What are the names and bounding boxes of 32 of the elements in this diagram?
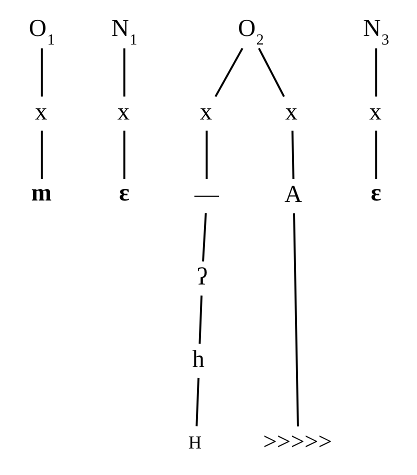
connector <box>198 296 202 344</box>
connector <box>290 130 294 179</box>
node-text: x <box>199 98 212 126</box>
node-text: ʔ <box>196 264 208 291</box>
connector <box>374 130 377 179</box>
connector <box>214 48 243 98</box>
node-text: x <box>116 98 130 126</box>
connector <box>122 48 125 97</box>
connector <box>205 130 208 179</box>
connector <box>195 378 199 426</box>
node-text: ɛ <box>118 180 129 207</box>
node-text: x <box>368 98 381 126</box>
node-text: N$_{3}$ <box>362 14 389 48</box>
connector <box>292 213 298 426</box>
node-text: x <box>34 98 47 126</box>
node-text: O$_{2}$ <box>237 14 264 48</box>
node-text: x <box>284 98 298 126</box>
connector <box>374 48 377 97</box>
connector <box>202 213 206 262</box>
connector <box>40 48 42 97</box>
node-text: N$_{1}$ <box>110 14 137 48</box>
connector <box>258 48 284 98</box>
connector <box>40 130 42 179</box>
node-text: m <box>30 180 52 207</box>
node-text: h <box>192 346 204 373</box>
node-text: — <box>194 181 218 208</box>
connector <box>122 130 125 179</box>
node-text: H <box>188 432 202 452</box>
node-text: ɛ <box>370 180 381 207</box>
node-text: A <box>284 181 302 208</box>
node-text: O$_{1}$ <box>28 14 54 48</box>
node-text: >>>>> <box>262 428 332 456</box>
